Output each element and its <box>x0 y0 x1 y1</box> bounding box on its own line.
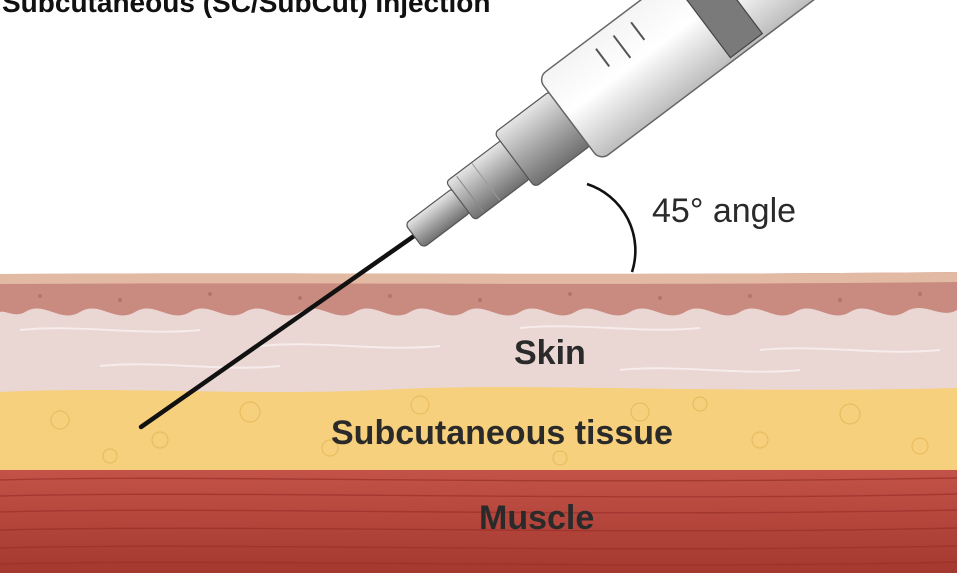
skin-label: Skin <box>514 334 586 372</box>
muscle-label: Muscle <box>479 499 594 537</box>
subcutaneous-label: Subcutaneous tissue <box>331 414 673 452</box>
angle-label: 45° angle <box>652 192 796 230</box>
angle-arc <box>587 184 635 272</box>
syringe <box>383 0 936 278</box>
